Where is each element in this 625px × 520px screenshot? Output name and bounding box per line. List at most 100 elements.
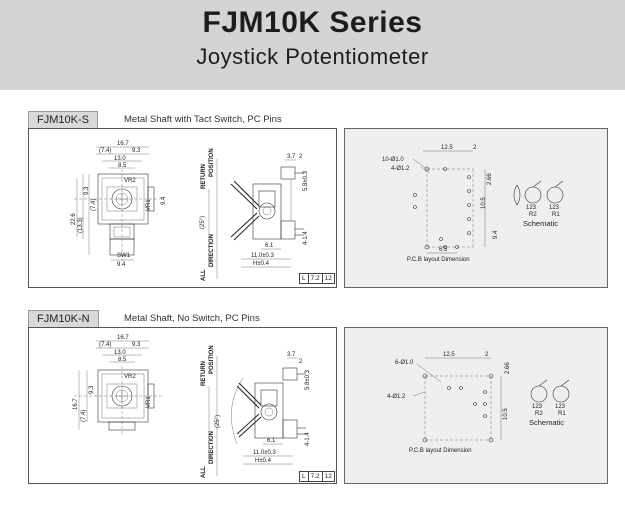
label-holes-4: 4-Ø1.2 [387, 394, 406, 400]
dim-2: 2 [299, 359, 303, 365]
label-vr1: VR1 [146, 396, 152, 408]
dim-9-4-right: 9.4 [161, 196, 167, 205]
dim-6-1: 6.1 [267, 438, 276, 444]
label-r1: R1 [558, 411, 566, 417]
pcb-panel-fjm10k-s: 10-Ø1.0 4-Ø1.2 12.5 2 2.66 10.5 9.4 6.5 … [344, 128, 608, 288]
section-tab-fjm10k-n: FJM10K-N [28, 310, 99, 327]
dim-8-5: 8.5 [118, 357, 127, 363]
label-direction: DIRECTION [209, 431, 215, 464]
label-vr1: VR1 [146, 199, 152, 211]
pins-r1: 123 [555, 404, 566, 410]
series-subtitle: Joystick Potentiometer [196, 44, 429, 69]
dim-13-0: 13.0 [114, 350, 126, 356]
drawing-panel-fjm10k-s: 16.7 (7.4) 9.3 13.0 8.5 VR2 [28, 128, 337, 288]
dim-1-4: 4-1.4 [305, 432, 311, 446]
label-holes-6: 6-Ø1.0 [395, 360, 414, 366]
dim-16-7-h: 16.7 [73, 398, 79, 410]
pcb-panel-fjm10k-n: 6-Ø1.0 4-Ø1.2 12.5 2 2.66 10.5 P.C.B lay… [344, 327, 608, 484]
schematic: 123 123 R2 R1 Schematic [513, 180, 564, 228]
dim-9-4: 9.4 [493, 230, 499, 239]
dim-7-4: (7.4) [99, 148, 111, 154]
mechanical-drawing: 16.7 (7.4) 9.3 13.0 8.5 VR2 [71, 141, 309, 281]
label-angle: (25°) [215, 415, 221, 428]
dim-h: H±0.4 [253, 261, 270, 267]
scale-b: 12 [321, 274, 334, 283]
scale-l: L [302, 275, 306, 282]
dim-h: H±0.4 [255, 458, 272, 464]
label-return: RETURN [201, 361, 207, 386]
label-position: POSITION [209, 148, 215, 177]
dim-7-4-h: (7.4) [81, 410, 87, 422]
dim-11: 11.0±0.3 [253, 450, 277, 456]
scale-table: L 7.2 12 [299, 471, 335, 482]
front-view: 16.7 (7.4) 9.3 13.0 8.5 VR2 VR1 16.7 (7. [73, 335, 164, 436]
label-sw1: SW1 [117, 253, 131, 259]
pcb-layout-drawing: 10-Ø1.0 4-Ø1.2 12.5 2 2.66 10.5 9.4 6.5 … [382, 145, 564, 263]
section-tab-fjm10k-s: FJM10K-S [28, 111, 98, 128]
label-vr2: VR2 [124, 178, 136, 184]
dim-2: 2 [299, 154, 303, 160]
dim-3-7: 3.7 [287, 352, 296, 358]
dim-9-3: 9.3 [132, 342, 141, 348]
dim-13-3: (13.3) [78, 217, 84, 233]
label-r1: R1 [552, 212, 560, 218]
dim-width-total: 16.7 [117, 141, 129, 147]
label-vr2: VR2 [124, 374, 136, 380]
scale-a: 7.2 [307, 274, 322, 283]
dim-10-5: 10.5 [481, 197, 487, 209]
dim-3-7: 3.7 [287, 154, 296, 160]
pins-r2: 123 [526, 205, 537, 211]
dim-9-3-h: 9.3 [89, 385, 95, 394]
dim-2-66: 2.66 [487, 173, 493, 185]
dim-2: 2 [473, 145, 477, 151]
dim-2: 2 [485, 352, 489, 358]
dim-12-5: 12.5 [443, 352, 455, 358]
dim-7-4-h: (7.4) [91, 199, 97, 211]
series-title: FJM10K Series [202, 6, 423, 39]
dim-6-1: 6.1 [265, 243, 274, 249]
dim-5-8: 5.8±0.3 [303, 170, 309, 191]
mechanical-drawing: 16.7 (7.4) 9.3 13.0 8.5 VR2 VR1 16.7 (7. [73, 335, 311, 478]
dim-13-0: 13.0 [114, 156, 126, 162]
schematic: 123 123 R2 R1 Schematic [529, 379, 570, 427]
label-r2: R2 [529, 212, 537, 218]
dim-width-total: 16.7 [117, 335, 129, 341]
label-holes-10: 10-Ø1.0 [382, 157, 404, 163]
dim-7-4: (7.4) [99, 342, 111, 348]
dim-10-5: 10.5 [503, 408, 509, 420]
pins-r1: 123 [549, 205, 560, 211]
dim-2-66: 2.66 [505, 362, 511, 374]
pcb-caption: P.C.B layout Dimension [407, 257, 470, 263]
dim-11: 11.0±0.3 [251, 253, 275, 259]
scale-a: 7.2 [307, 472, 322, 481]
dim-5-8: 5.8±0.3 [305, 369, 311, 390]
side-view: RETURN POSITION ALL DIRECTION (25°) 3.7 … [201, 345, 311, 478]
dim-6-5: 6.5 [439, 247, 448, 253]
scale-l: L [302, 473, 306, 480]
scale-table: L 7.2 12 [299, 273, 335, 284]
label-direction: DIRECTION [209, 234, 215, 267]
dim-9-3: 9.3 [132, 148, 141, 154]
label-holes-4: 4-Ø1.2 [391, 166, 410, 172]
section-description: Metal Shaft with Tact Switch, PC Pins [124, 114, 282, 125]
pins-r2: 123 [532, 404, 543, 410]
label-r2: R2 [535, 411, 543, 417]
dim-12-5: 12.5 [441, 145, 453, 151]
side-view: RETURN POSITION ALL DIRECTION (25°) 3 [200, 148, 309, 281]
label-all: ALL [201, 269, 207, 281]
schematic-label: Schematic [529, 418, 564, 427]
section-description: Metal Shaft, No Switch, PC Pins [124, 313, 260, 324]
drawing-panel-fjm10k-n: 16.7 (7.4) 9.3 13.0 8.5 VR2 VR1 16.7 (7. [28, 327, 337, 484]
label-position: POSITION [209, 345, 215, 374]
schematic-label: Schematic [523, 219, 558, 228]
dim-9-3-h: 9.3 [84, 186, 90, 195]
label-return: RETURN [201, 164, 207, 189]
label-angle: (25°) [200, 216, 206, 229]
label-all: ALL [201, 466, 207, 478]
dim-1-4: 4-1.4 [303, 231, 309, 245]
dim-22-6: 22.6 [71, 213, 77, 225]
pcb-caption: P.C.B layout Dimension [409, 448, 472, 454]
header-banner: FJM10K Series Joystick Potentiometer [0, 0, 625, 90]
front-view: 16.7 (7.4) 9.3 13.0 8.5 VR2 [71, 141, 167, 268]
pcb-layout-drawing: 6-Ø1.0 4-Ø1.2 12.5 2 2.66 10.5 P.C.B lay… [387, 352, 570, 454]
